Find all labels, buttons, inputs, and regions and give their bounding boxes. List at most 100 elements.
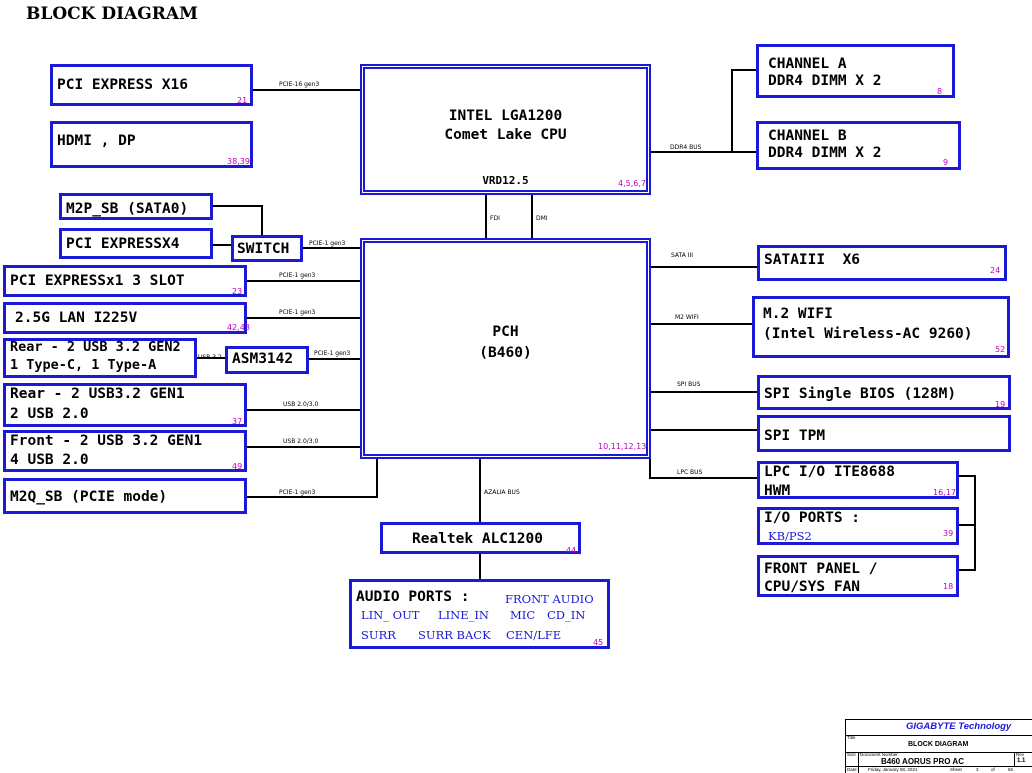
pch-label-line1: PCH <box>492 324 519 340</box>
doc-title: BLOCK DIAGRAM <box>908 741 969 748</box>
front-usb-gen1-line2: 4 USB 2.0 <box>10 452 89 468</box>
lpc-bus-label: LPC BUS <box>677 469 703 476</box>
board-model: B460 AORUS PRO AC <box>881 757 964 766</box>
date-field-label: Date: <box>847 767 858 772</box>
audio-port-cd-in: CD_IN <box>547 608 586 622</box>
spi-tpm-block <box>757 415 1011 452</box>
lan-page-ref: 42,43 <box>227 323 250 332</box>
channel-b-page-ref: 9 <box>943 158 949 167</box>
sheet-field-label: Sheet <box>950 767 962 772</box>
rear-usb-gen1-bus-label: USB 2.0/3.0 <box>283 401 319 408</box>
cpu-block <box>360 64 651 195</box>
cpu-vrd: VRD12.5 <box>482 174 529 187</box>
m2-wifi-line2: (Intel Wireless-AC 9260) <box>763 326 973 342</box>
realtek-block <box>380 522 581 554</box>
spi-bios-block <box>757 375 1011 410</box>
pcie-x1-slot-label: PCI EXPRESSx1 3 SLOT <box>10 273 185 289</box>
io-ports-sub: KB/PS2 <box>768 529 812 543</box>
docnum-field-label: Document Number <box>860 752 898 757</box>
lpc-io-line2: HWM <box>764 483 791 499</box>
rear-usb-gen2-line1: Rear - 2 USB 3.2 GEN2 <box>10 339 181 355</box>
spi-bus-label: SPI BUS <box>677 381 701 388</box>
front-panel-block <box>757 555 959 597</box>
pcie-x16-block <box>50 64 253 106</box>
io-ports-page-ref: 39 <box>943 529 954 538</box>
io-ports-line1: I/O PORTS : <box>764 510 861 526</box>
lpc-io-line1: LPC I/O ITE8688 <box>764 464 895 480</box>
spi-tpm-label: SPI TPM <box>764 428 826 444</box>
m2q-sb-block <box>3 478 247 514</box>
audio-ports-head: AUDIO PORTS : <box>356 589 470 605</box>
rear-usb-gen2-block <box>3 338 197 378</box>
title-block: GIGABYTE Technology Title BLOCK DIAGRAM … <box>845 719 1032 773</box>
front-usb-gen1-bus-label: USB 2.0/3.0 <box>283 438 319 445</box>
rear-usb-gen1-block <box>3 383 247 427</box>
m2-wifi-line1: M.2 WIFI <box>763 306 833 322</box>
pcie-x1-slot-page-ref: 23 <box>232 287 243 296</box>
rear-usb-gen1-line1: Rear - 2 USB3.2 GEN1 <box>10 386 185 402</box>
spi-bios-label: SPI Single BIOS (128M) <box>764 386 957 402</box>
realtek-page-ref: 44 <box>566 546 577 555</box>
dmi-bus-label: DMI <box>536 215 548 222</box>
rev-field-label: Rev <box>1016 752 1025 757</box>
title-field-label: Title <box>847 735 856 740</box>
pch-page-ref: 10,11,12,13 <box>598 442 647 451</box>
audio-ports-page-ref: 45 <box>593 638 604 647</box>
switch-label: SWITCH <box>237 241 290 257</box>
switch-block <box>231 235 303 262</box>
sata-bus-label: SATA III <box>671 252 694 259</box>
front-usb-gen1-page-ref: 49 <box>232 462 243 471</box>
channel-a-block <box>756 44 955 98</box>
wifi-bus-label: M2 WIFI <box>675 314 699 321</box>
rear-usb-gen2-line2: 1 Type-C, 1 Type-A <box>10 357 157 373</box>
m2-wifi-page-ref: 52 <box>995 345 1006 354</box>
spi-bios-page-ref: 19 <box>995 400 1006 409</box>
front-panel-line1: FRONT PANEL / <box>764 561 878 577</box>
revision: 1.1 <box>1017 758 1026 764</box>
pcie-x4-block <box>59 228 213 259</box>
channel-b-line1: CHANNEL B <box>768 128 847 144</box>
channel-b-block <box>756 121 961 170</box>
m2-wifi-block <box>752 296 1010 358</box>
channel-a-line1: CHANNEL A <box>768 56 847 72</box>
pcie-x1-slot-block <box>3 265 247 297</box>
hdmi-dp-page-ref: 38,39 <box>227 157 250 166</box>
fdi-bus-label: FDI <box>490 215 500 222</box>
audio-front-label: FRONT AUDIO <box>505 592 594 606</box>
channel-b-line2: DDR4 DIMM X 2 <box>768 145 882 161</box>
ddr4-bus-label: DDR4 BUS <box>670 144 702 151</box>
sheet-of-label: of <box>991 767 995 772</box>
front-usb-gen1-line1: Front - 2 USB 3.2 GEN1 <box>10 433 203 449</box>
asm-usb-bus-label: USB 3.2 <box>198 354 222 361</box>
front-panel-page-ref: 18 <box>943 582 954 591</box>
sata-block <box>757 245 1007 281</box>
front-panel-line2: CPU/SYS FAN <box>764 579 861 595</box>
cpu-label-line2: Comet Lake CPU <box>444 127 567 143</box>
channel-a-line2: DDR4 DIMM X 2 <box>768 73 882 89</box>
pcie-x1-slot-bus-label: PCIE-1 gen3 <box>279 272 316 279</box>
io-ports-block <box>757 507 959 545</box>
m2p-sb-label: M2P_SB (SATA0) <box>66 201 189 217</box>
asm3142-label: ASM3142 <box>232 351 294 367</box>
realtek-label: Realtek ALC1200 <box>412 531 543 547</box>
company-name: GIGABYTE Technology <box>906 721 1012 732</box>
audio-port-cen-lfe: CEN/LFE <box>506 628 562 642</box>
pcie-x4-label: PCI EXPRESSX4 <box>66 236 180 252</box>
hdmi-dp-block <box>50 121 253 168</box>
sata-page-ref: 24 <box>990 266 1001 275</box>
pcie-x16-label: PCI EXPRESS X16 <box>57 77 188 93</box>
asm3142-block <box>225 346 309 374</box>
sheet-number: 3 <box>976 767 979 772</box>
rear-usb-gen1-line2: 2 USB 2.0 <box>10 406 89 422</box>
hdmi-dp-label: HDMI , DP <box>57 133 136 149</box>
cpu-page-ref: 4,5,6,7 <box>618 179 646 188</box>
audio-port-lin-out: LIN_ OUT <box>361 608 420 622</box>
lan-block <box>3 302 247 334</box>
audio-port-surr: SURR <box>361 628 396 642</box>
m2q-sb-label: M2Q_SB (PCIE mode) <box>10 489 168 505</box>
audio-port-surr-back: SURR BACK <box>418 628 491 642</box>
switch-bus-label: PCIE-1 gen3 <box>309 240 346 247</box>
m2q-sb-bus-label: PCIE-1 gen3 <box>279 489 316 496</box>
front-usb-gen1-block <box>3 430 247 472</box>
